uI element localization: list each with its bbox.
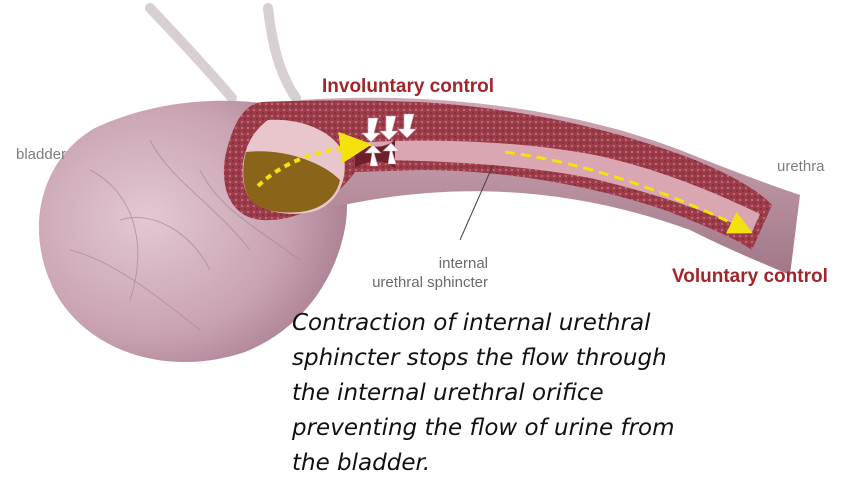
sphincter-leader-line (459, 164, 494, 241)
internal-label-line2: urethral sphincter (372, 274, 488, 291)
internal-label-line1: internal (438, 255, 488, 272)
ureter-right (263, 3, 301, 103)
bladder-label: bladder (16, 146, 67, 163)
caption-line: preventing the flow of urine from (292, 415, 675, 441)
internal-urethral-sphincter-label: internal urethral sphincter (346, 254, 488, 292)
flow-arrow-urethra (504, 150, 753, 234)
caption-line: the bladder. (292, 450, 431, 476)
caption-line: Contraction of internal urethral (292, 310, 651, 336)
caption-text: Contraction of internal urethral sphinct… (292, 306, 712, 481)
voluntary-control-label: Voluntary control (672, 266, 828, 287)
involuntary-control-label: Involuntary control (322, 76, 495, 97)
ureter-left (145, 3, 237, 103)
urine (243, 151, 340, 213)
urethra-label: urethra (777, 158, 825, 175)
caption-line: the internal urethral orifice (292, 380, 604, 406)
caption-line: sphincter stops the flow through (292, 345, 667, 371)
flow-arrow-bladder (256, 131, 372, 188)
bladder-vessels (69, 139, 301, 331)
